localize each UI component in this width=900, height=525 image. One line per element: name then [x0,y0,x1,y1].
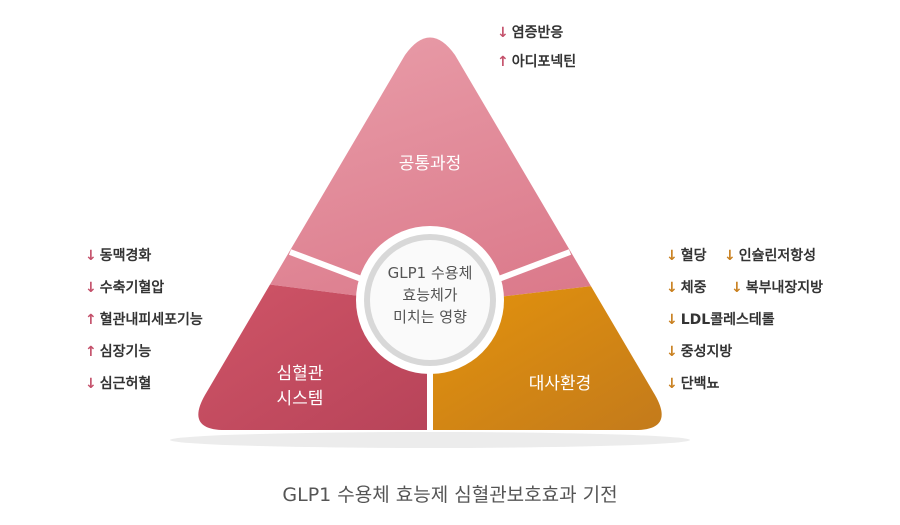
effect-text: 염증반응 [511,25,564,41]
center-circle-text: GLP1 수용체 효능체가 미치는 영향 [362,262,498,328]
effect-text: 혈당 [680,248,707,264]
effect-text: 아디포넥틴 [511,54,577,70]
right-effect: ↓중성지방 [666,341,732,361]
effect-text: 심장기능 [99,344,152,360]
effect-text: 체중 [680,280,707,296]
label-line: 시스템 [276,389,324,409]
arrow-down-icon: ↓ [85,280,97,296]
arrow-down-icon: ↓ [724,248,736,264]
section-left [198,250,430,430]
center-line: 미치는 영향 [393,308,467,326]
effect-text: 심근허혈 [99,376,152,392]
center-line: GLP1 수용체 [387,264,473,282]
top-effect: ↓염증반응 [497,22,563,42]
diagram-title: GLP1 수용체 효능제 심혈관보호효과 기전 [282,484,618,506]
effect-text: 복부내장지방 [745,280,824,296]
right-effect: ↓인슐린저항성 [724,245,816,265]
arrow-up-icon: ↑ [85,344,97,360]
effect-text: 중성지방 [680,344,733,360]
effect-text: 인슐린저항성 [738,248,817,264]
effect-text: 단백뇨 [680,376,720,392]
right-effect: ↓LDL콜레스테롤 [666,309,775,329]
arrow-down-icon: ↓ [85,376,97,392]
right-effect: ↓혈당 [666,245,707,265]
right-effect: ↓체중 [666,277,707,297]
right-effect: ↓단백뇨 [666,373,719,393]
arrow-down-icon: ↓ [731,280,743,296]
right-effect: ↓복부내장지방 [731,277,823,297]
arrow-down-icon: ↓ [666,376,678,392]
left-effect: ↓심근허혈 [85,373,151,393]
effect-text: 혈관내피세포기능 [99,312,203,328]
effect-text: 수축기혈압 [99,280,165,296]
left-effect: ↑심장기능 [85,341,151,361]
arrow-down-icon: ↓ [666,280,678,296]
effect-text: 동맥경화 [99,248,152,264]
top-effect: ↑아디포넥틴 [497,51,576,71]
effect-text: LDL콜레스테롤 [680,312,775,328]
section-top-label: 공통과정 [398,154,462,174]
arrow-down-icon: ↓ [666,344,678,360]
center-line: 효능체가 [402,286,458,304]
section-right [430,250,662,430]
left-effect: ↓수축기혈압 [85,277,164,297]
arrow-up-icon: ↑ [497,54,509,70]
arrow-up-icon: ↑ [85,312,97,328]
arrow-down-icon: ↓ [666,312,678,328]
arrow-down-icon: ↓ [85,248,97,264]
arrow-down-icon: ↓ [497,25,509,41]
left-effect: ↓동맥경화 [85,245,151,265]
arrow-down-icon: ↓ [666,248,678,264]
label-line: 심혈관 [276,364,324,384]
left-effect: ↑혈관내피세포기능 [85,309,203,329]
section-right-label: 대사환경 [528,374,592,394]
